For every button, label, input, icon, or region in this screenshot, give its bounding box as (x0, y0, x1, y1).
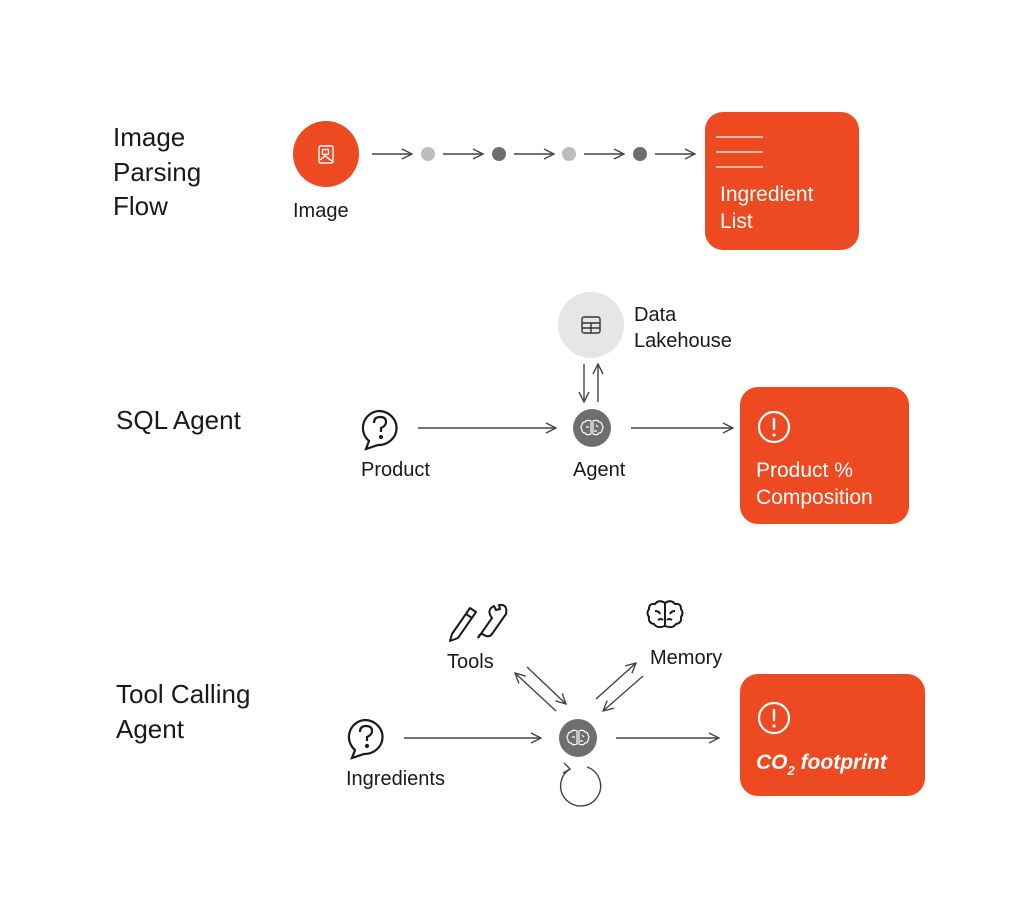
image-node (293, 121, 359, 187)
agent-node (573, 409, 611, 447)
sql-agent-title: SQL Agent (116, 405, 242, 435)
sql-agent-section: SQL Agent Product Data Lakehouse (116, 292, 909, 524)
ingredients-label: Ingredients (346, 768, 445, 790)
pipeline (372, 147, 695, 161)
brain-icon (646, 600, 684, 629)
image-icon (318, 145, 334, 164)
pipeline-step-dot (492, 147, 506, 161)
image-parsing-title: Image Parsing Flow (113, 122, 208, 221)
pencil-wrench-icon (449, 603, 508, 642)
ingredient-list-text: Ingredient List (720, 183, 819, 233)
ingredient-list-output: Ingredient List (705, 112, 859, 250)
question-bubble-icon (361, 409, 398, 451)
memory-to-agent-arrow (603, 675, 644, 711)
image-parsing-section: Image Parsing Flow Image (113, 112, 859, 250)
brain-icon (566, 729, 590, 746)
list-lines-icon (716, 136, 763, 168)
agent-to-tools-arrow (515, 673, 557, 712)
pipeline-step-dot (421, 147, 435, 161)
question-bubble-icon (347, 718, 384, 760)
memory-label: Memory (650, 647, 722, 669)
agent-to-memory-arrow (595, 663, 636, 700)
agent-label: Agent (573, 459, 626, 481)
product-composition-text: Product % Composition (756, 459, 873, 509)
product-composition-output: Product % Composition (740, 387, 909, 524)
alert-circle-icon (757, 410, 791, 444)
data-lakehouse-node (558, 292, 624, 358)
alert-circle-icon (757, 701, 791, 735)
table-icon (581, 316, 601, 334)
tools-label: Tools (447, 651, 494, 673)
pipeline-step-dot (633, 147, 647, 161)
co2-footprint-output: CO2 footprint (740, 674, 925, 796)
tool-calling-title: Tool Calling Agent (116, 679, 258, 744)
brain-icon (580, 419, 604, 436)
co2-footprint-text: CO2 footprint (756, 751, 888, 778)
product-label: Product (361, 459, 430, 481)
tool-calling-section: Tool Calling Agent Ingredients Tools Mem… (116, 600, 925, 807)
tool-agent-node (559, 719, 597, 757)
tools-to-agent-arrow (526, 666, 566, 704)
data-lakehouse-label: Data Lakehouse (634, 304, 732, 352)
pipeline-step-dot (562, 147, 576, 161)
image-label: Image (293, 200, 349, 222)
loop-arrow-icon (559, 762, 602, 807)
